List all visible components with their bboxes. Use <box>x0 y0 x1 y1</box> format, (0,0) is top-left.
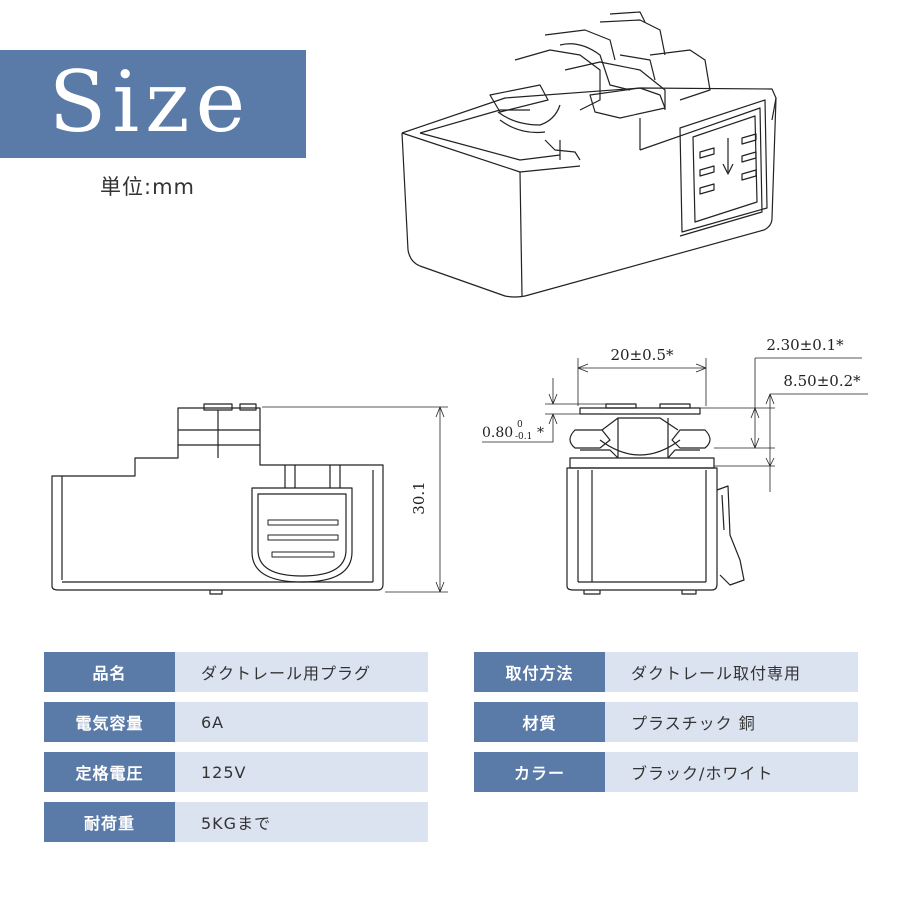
height-dimension: 30.1 <box>410 481 428 514</box>
tolerance-lower: -0.1 <box>515 432 532 442</box>
thickness-top-dimension: 2.30±0.1* <box>766 336 844 354</box>
spec-label: 耐荷重 <box>44 802 175 842</box>
width-dimension: 20±0.5* <box>610 346 674 364</box>
thickness-mid-dimension: 8.50±0.2* <box>783 372 861 390</box>
tolerance-base: 0.80 <box>482 425 513 441</box>
spec-value: 125V <box>175 752 428 792</box>
tolerance-mark: * <box>537 425 544 441</box>
product-illustration <box>401 11 777 298</box>
spec-label: カラー <box>474 752 605 792</box>
side-view <box>51 403 448 595</box>
spec-table-right: 取付方法 ダクトレール取付専用 材質 プラスチック 銅 カラー ブラック/ホワイ… <box>474 652 858 792</box>
spec-value: ダクトレール用プラグ <box>175 652 428 692</box>
spec-table-left: 品名 ダクトレール用プラグ 電気容量 6A 定格電圧 125V 耐荷重 5KGま… <box>44 652 428 842</box>
technical-drawing: 30.1 20±0.5* 2.30±0.1* 8.50±0.2* 0.80 0 … <box>51 11 868 595</box>
spec-value: 6A <box>175 702 428 742</box>
tolerance-dimension: 0.80 0 -0.1 * <box>482 420 544 442</box>
spec-label: 取付方法 <box>474 652 605 692</box>
title-banner: Size <box>0 50 306 158</box>
spec-label: 定格電圧 <box>44 752 175 792</box>
spec-label: 材質 <box>474 702 605 742</box>
front-view <box>482 357 868 595</box>
spec-value: ブラック/ホワイト <box>605 752 858 792</box>
spec-value: プラスチック 銅 <box>605 702 858 742</box>
spec-value: ダクトレール取付専用 <box>605 652 858 692</box>
unit-label: 単位:mm <box>100 175 195 199</box>
page-title: Size <box>48 53 252 151</box>
spec-value: 5KGまで <box>175 802 428 842</box>
tolerance-upper: 0 <box>517 420 523 430</box>
spec-label: 電気容量 <box>44 702 175 742</box>
spec-label: 品名 <box>44 652 175 692</box>
